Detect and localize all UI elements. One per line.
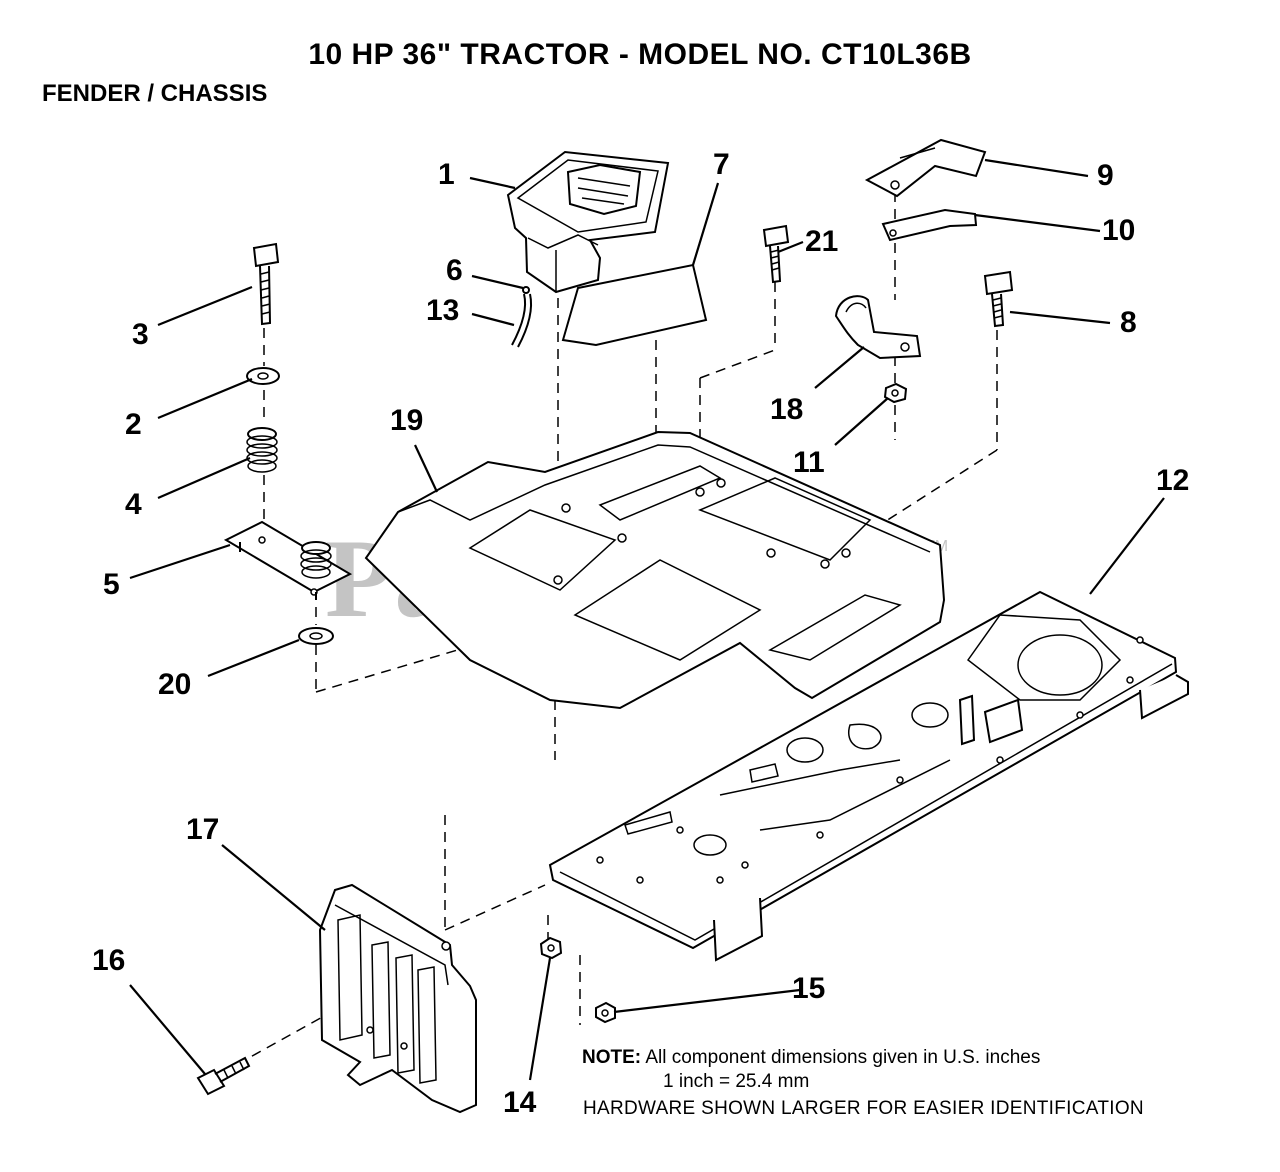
callout-4: 4 [125,488,142,521]
part-16-bolt [196,1056,251,1096]
part-10-plate [881,208,978,242]
part-5-spring-plate [223,520,353,600]
callout-19: 19 [390,404,424,437]
part-1-storage-box [506,150,670,294]
callout-14: 14 [503,1086,537,1119]
part-21-bolt [762,224,790,284]
callout-12: 12 [1156,464,1190,497]
callout-2: 2 [125,408,142,441]
note-dimensions-text: All component dimensions given in U.S. i… [645,1047,1041,1068]
part-8-bolt [983,270,1014,328]
callout-21: 21 [805,225,839,258]
part-7-decal [561,263,708,347]
part-11-nut [883,382,908,404]
callout-15: 15 [792,972,826,1005]
part-18-clamp [834,295,922,360]
note-line-1: NOTE: All component dimensions given in … [582,1046,1040,1070]
callout-5: 5 [103,568,120,601]
callout-8: 8 [1120,306,1137,339]
part-17-panel [318,883,477,1114]
callout-7: 7 [713,148,730,181]
part-6-13-fitting-tube [511,286,532,348]
note-conversion-text: 1 inch = 25.4 mm [663,1071,810,1092]
part-12-chassis [548,590,1189,962]
callout-13: 13 [426,294,460,327]
callout-11: 11 [793,446,825,479]
part-20-washer [298,627,334,645]
part-2-washer [246,367,280,385]
leader-lines [129,158,1165,1081]
section-subtitle: FENDER / CHASSIS [42,80,268,107]
note-label: NOTE: [582,1047,642,1068]
callout-9: 9 [1097,159,1114,192]
callout-16: 16 [92,944,126,977]
diagram-title: 10 HP 36" TRACTOR - MODEL NO. CT10L36B [308,38,972,71]
callout-10: 10 [1102,214,1136,247]
callout-18: 18 [770,393,804,426]
callout-6: 6 [446,254,463,287]
part-4-spring [246,427,278,473]
note-hardware-text: HARDWARE SHOWN LARGER FOR EASIER IDENTIF… [583,1098,1144,1119]
part-15-nut [595,1001,616,1024]
callout-17: 17 [186,813,220,846]
callout-1: 1 [438,158,455,191]
part-9-bracket [864,138,987,198]
part-19-fender [364,430,946,710]
part-3-bolt [252,242,280,326]
part-14-nut [539,936,563,960]
callout-20: 20 [158,668,192,701]
callout-3: 3 [132,318,149,351]
